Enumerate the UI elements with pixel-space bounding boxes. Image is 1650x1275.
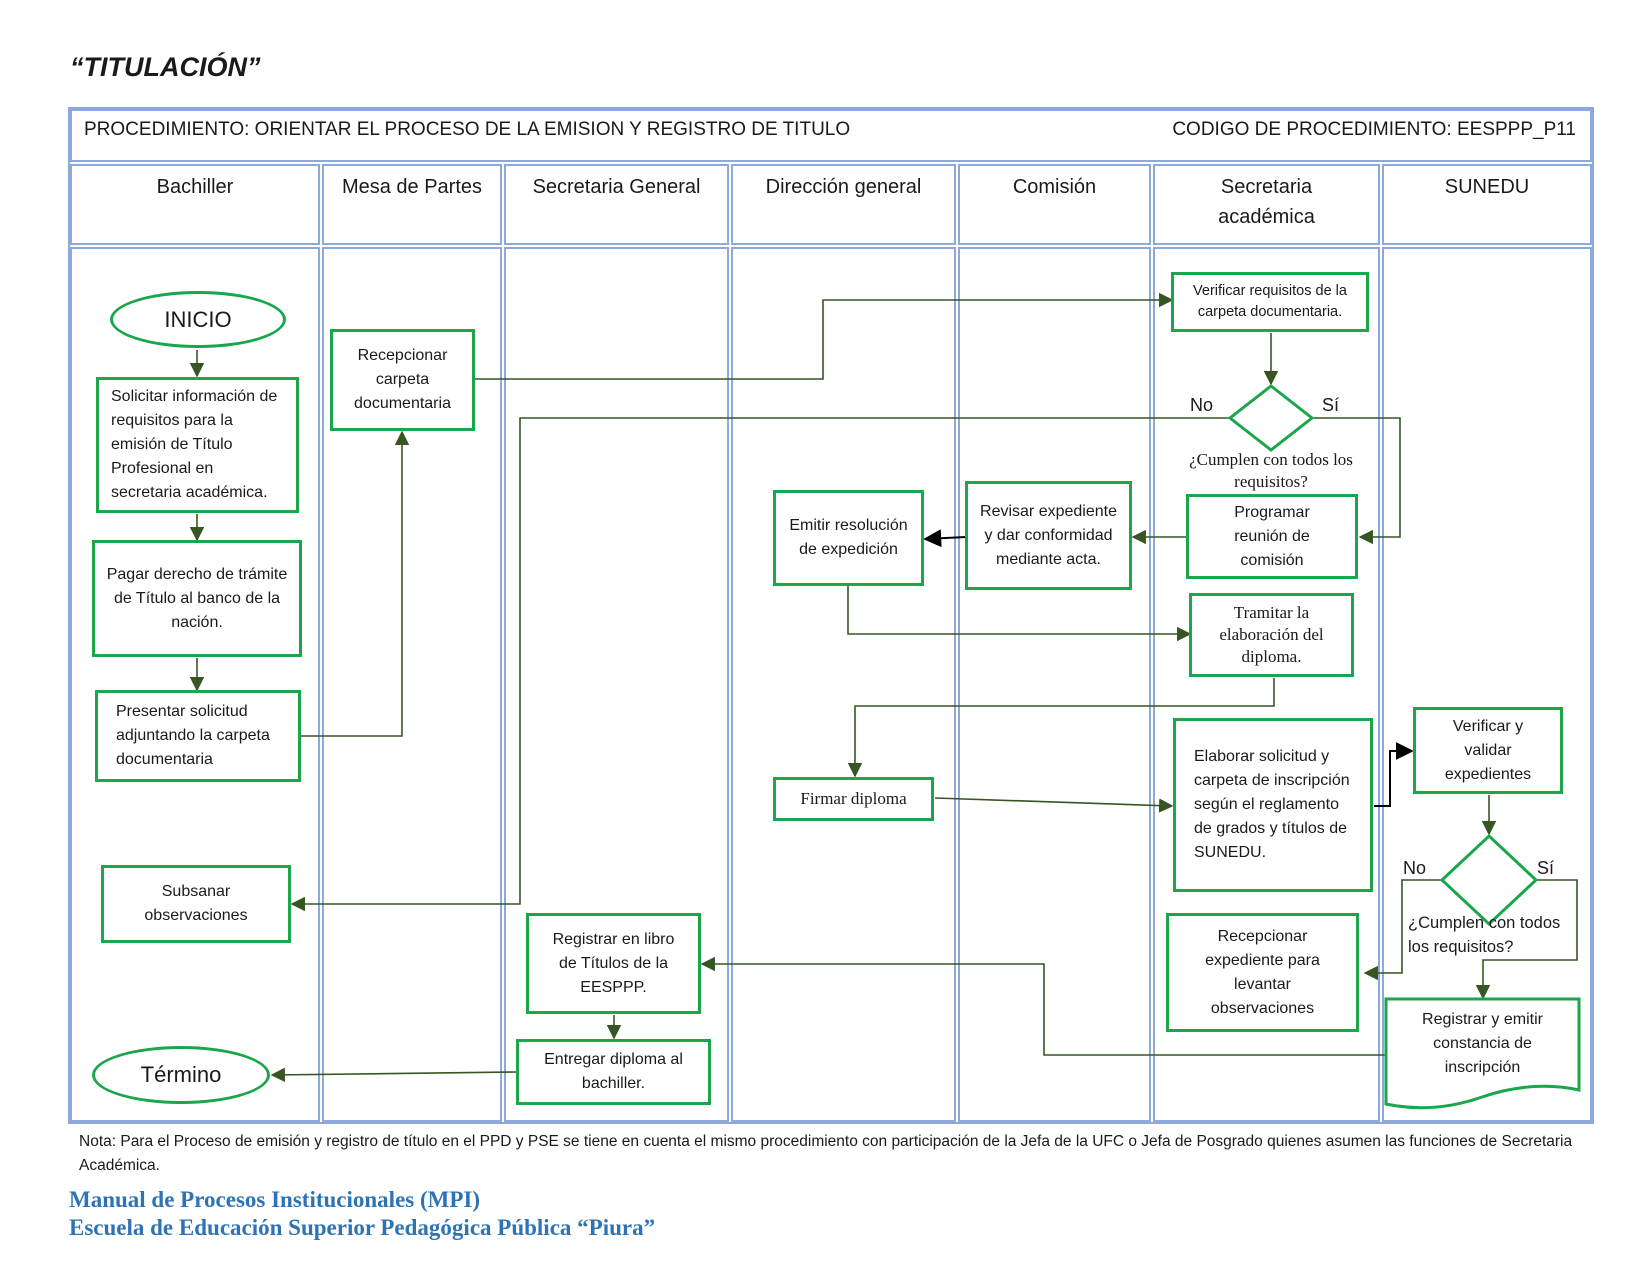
node-elaborar-solicitud: Elaborar solicitud y carpeta de inscripc…: [1173, 718, 1373, 892]
procedure-title: PROCEDIMIENTO: ORIENTAR EL PROCESO DE LA…: [84, 119, 851, 140]
node-revisar-expediente: Revisar expediente y dar conformidad med…: [965, 481, 1132, 590]
node-emitir-resolucion: Emitir resolución de expedición: [773, 490, 924, 586]
node-verificar-validar: Verificar y validar expedientes: [1413, 707, 1563, 794]
node-registrar-emitir-constancia: Registrar y emitir constancia de inscrip…: [1422, 1011, 1543, 1076]
lane-header-bachiller: Bachiller: [70, 164, 320, 245]
arrow-d2-no-recepcionar: [1363, 879, 1442, 981]
arrow-presentar-recepcionar: [301, 430, 410, 737]
node-recepcionar-carpeta: Recepcionar carpeta documentaria: [330, 329, 475, 431]
procedure-code: CODIGO DE PROCEDIMIENTO: EESPPP_P11: [1172, 119, 1576, 140]
lane-direccion-general: [731, 247, 956, 1122]
node-pagar-derecho: Pagar derecho de trámite de Título al ba…: [92, 540, 302, 657]
decision-1-question: ¿Cumplen con todos los requisitos?: [1189, 450, 1353, 491]
node-entregar-diploma: Entregar diploma al bachiller.: [516, 1039, 711, 1105]
footer-school: Escuela de Educación Superior Pedagógica…: [69, 1215, 656, 1240]
node-registrar-libro: Registrar en libro de Títulos de la EESP…: [526, 913, 701, 1014]
arrow-revisar-emitir: [923, 529, 967, 548]
lane-header-direccion-general: Dirección general: [731, 164, 956, 245]
lane-secretaria-general: [504, 247, 729, 1122]
page-title: “TITULACIÓN”: [70, 52, 261, 82]
arrow-d2-yes-registrar: [1475, 879, 1578, 1000]
footnote: Nota: Para el Proceso de emisión y regis…: [79, 1133, 1573, 1174]
lane-secretaria-academica: [1153, 247, 1380, 1122]
arrow-firmar-elaborar: [934, 797, 1174, 813]
decision-diamond-1: [1227, 384, 1315, 452]
decision-1-yes-label: Sí: [1322, 395, 1340, 415]
arrow-elaborar-verificar: [1374, 742, 1414, 807]
decision-2-yes-label: Sí: [1537, 858, 1555, 878]
node-recepcionar-expediente: Recepcionar expediente para levantar obs…: [1166, 913, 1359, 1032]
node-solicitar-informacion: Solicitar información de requisitos para…: [96, 377, 299, 513]
lane-mesa-de-partes: [322, 247, 502, 1122]
node-verificar-requisitos: Verificar requisitos de la carpeta docum…: [1171, 272, 1369, 332]
node-firmar-diploma: Firmar diploma: [773, 777, 934, 821]
footer-manual: Manual de Procesos Institucionales (MPI): [69, 1187, 481, 1212]
arrow-emitir-tramitar: [847, 586, 1192, 642]
arrow-decision-yes-programar: [1312, 417, 1401, 545]
decision-diamond-2: [1439, 833, 1539, 927]
lane-header-secretaria-general: Secretaria General: [504, 164, 729, 245]
decision-2-no-label: No: [1403, 858, 1427, 878]
node-presentar-solicitud: Presentar solicitud adjuntando la carpet…: [95, 690, 301, 782]
document-shape-registrar: [1384, 997, 1581, 1110]
arrow-recepcionar-verificar: [474, 292, 1174, 380]
lane-bachiller: [70, 247, 320, 1122]
lane-sunedu: [1382, 247, 1592, 1122]
lane-header-secretaria-academica: Secretaria académica: [1153, 164, 1380, 245]
start-oval: INICIO: [110, 291, 286, 348]
node-tramitar-diploma: Tramitar la elaboración del diploma.: [1189, 593, 1354, 677]
decision-2-question: ¿Cumplen con todos los requisitos?: [1408, 914, 1561, 956]
lane-header-mesa-de-partes: Mesa de Partes: [322, 164, 502, 245]
lane-header-sunedu: SUNEDU: [1382, 164, 1592, 245]
arrow-decision-no-subsanar: [290, 417, 1230, 912]
arrow-tramitar-firmar: [847, 678, 1275, 778]
lane-header-comision: Comisión: [958, 164, 1151, 245]
lane-comision: [958, 247, 1151, 1122]
procedure-header: PROCEDIMIENTO: ORIENTAR EL PROCESO DE LA…: [70, 109, 1592, 162]
node-programar-reunion: Programar reunión de comisión: [1186, 494, 1358, 579]
flowchart-table: [68, 107, 1594, 1124]
end-oval: Término: [92, 1046, 270, 1104]
decision-1-no-label: No: [1190, 395, 1214, 415]
node-subsanar-observaciones: Subsanar observaciones: [101, 865, 291, 943]
arrow-entregar-termino: [270, 1067, 518, 1083]
arrow-registrar-libro: [700, 956, 1386, 1056]
